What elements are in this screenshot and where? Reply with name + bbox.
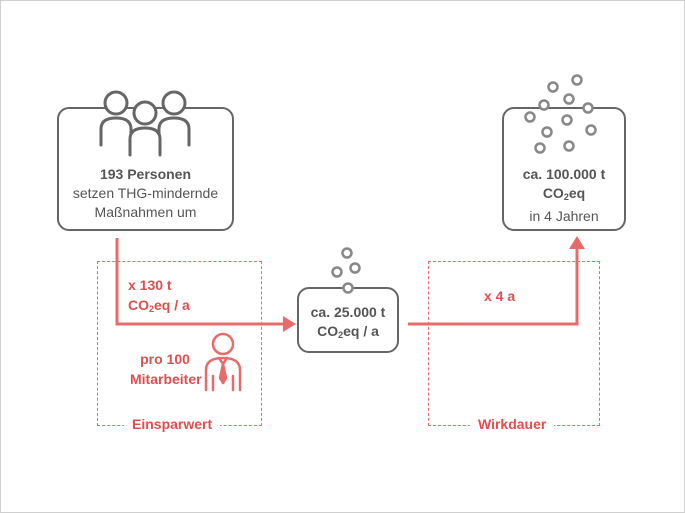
arrowhead-to-result bbox=[569, 236, 585, 249]
per-employee-label: pro 100 Mitarbeiter bbox=[130, 349, 202, 389]
duration-factor-label: x 4 a bbox=[484, 288, 516, 304]
source-line-3: Maßnahmen um bbox=[94, 204, 197, 220]
per-employee-line-2: Mitarbeiter bbox=[130, 371, 202, 387]
wirkdauer-label: Wirkdauer bbox=[470, 416, 555, 432]
arrow-to-result bbox=[408, 246, 579, 326]
arrow-to-middle bbox=[115, 238, 286, 326]
savings-rate-amount: x 130 t bbox=[128, 277, 172, 293]
savings-rate-unit: CO2eq / a bbox=[128, 297, 190, 314]
result-box: ca. 100.000 t CO2eq in 4 Jahren bbox=[502, 107, 626, 231]
einsparwert-label: Einsparwert bbox=[124, 416, 221, 432]
result-amount: ca. 100.000 t bbox=[522, 166, 606, 182]
annual-savings-amount: ca. 25.000 t bbox=[310, 304, 386, 320]
annual-savings-unit: CO2eq / a bbox=[317, 323, 379, 340]
result-duration: in 4 Jahren bbox=[529, 208, 599, 224]
result-unit: CO2eq bbox=[542, 185, 586, 202]
per-employee-line-1: pro 100 bbox=[140, 351, 190, 367]
arrowhead-to-middle bbox=[283, 316, 296, 332]
source-box: 193 Personen setzen THG-mindernde Maßnah… bbox=[57, 107, 234, 231]
person-count: 193 Personen bbox=[99, 166, 192, 182]
savings-rate-label: x 130 t CO2eq / a bbox=[128, 275, 190, 319]
source-line-2: setzen THG-mindernde bbox=[72, 185, 219, 201]
